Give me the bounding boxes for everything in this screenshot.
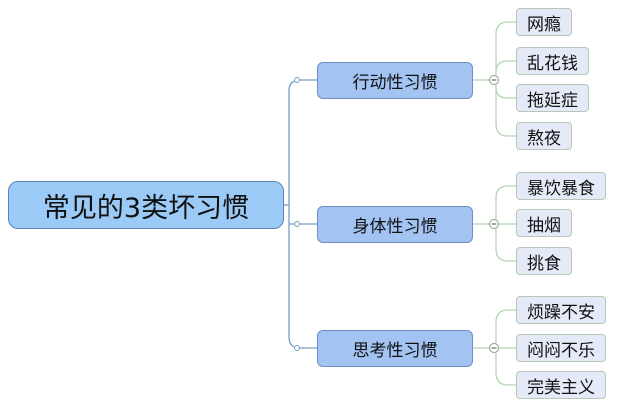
leaf-topic[interactable]: 挑食	[516, 247, 572, 275]
connector-dot	[294, 77, 300, 83]
leaf-topic[interactable]: 烦躁不安	[516, 296, 606, 324]
branch-thinking-habits[interactable]: 思考性习惯	[317, 330, 473, 367]
leaf-topic[interactable]: 网瘾	[516, 8, 572, 36]
connector-dot	[294, 221, 300, 227]
leaf-topic[interactable]: 拖延症	[516, 84, 589, 112]
branch-action-habits[interactable]: 行动性习惯	[317, 62, 473, 99]
root-topic[interactable]: 常见的3类坏习惯	[8, 181, 284, 229]
leaf-topic[interactable]: 熬夜	[516, 122, 572, 150]
leaf-topic[interactable]: 抽烟	[516, 209, 572, 237]
leaf-topic[interactable]: 闷闷不乐	[516, 334, 606, 362]
leaf-topic[interactable]: 完美主义	[516, 371, 606, 399]
connector-dot	[294, 345, 300, 351]
leaf-topic[interactable]: 乱花钱	[516, 47, 589, 75]
branch-body-habits[interactable]: 身体性习惯	[317, 206, 473, 243]
leaf-topic[interactable]: 暴饮暴食	[516, 172, 606, 200]
